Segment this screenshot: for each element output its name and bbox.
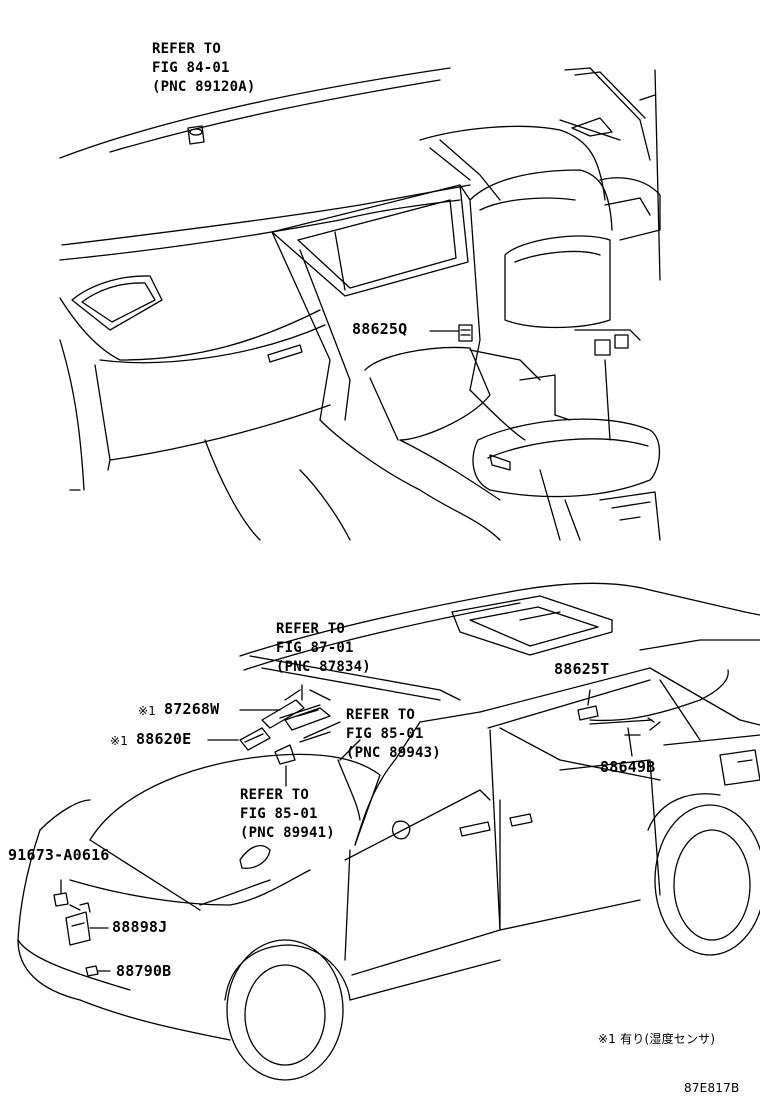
mark-87268W: ※1	[138, 704, 157, 718]
ref-fig85b-line2: FIG 85-01	[240, 806, 318, 822]
ref-fig84-line1: REFER TO	[152, 41, 222, 57]
mark-88620E: ※1	[110, 734, 129, 748]
ref-fig85a-line1: REFER TO	[346, 707, 416, 723]
part-88649B: 88649B	[600, 758, 656, 776]
part-88898J: 88898J	[112, 918, 168, 936]
ref-fig87-line1: REFER TO	[276, 621, 346, 637]
ref-fig84-line3: (PNC 89120A)	[152, 79, 256, 95]
dashboard-illustration	[59, 67, 661, 541]
part-88790B: 88790B	[116, 962, 172, 980]
vehicle-illustration	[17, 582, 760, 1081]
ref-fig85a-line3: (PNC 89943)	[346, 745, 441, 761]
part-88625T: 88625T	[554, 660, 610, 678]
part-91673-A0616: 91673-A0616	[8, 846, 110, 864]
ref-fig87-line3: (PNC 87834)	[276, 659, 371, 675]
part-87268W: 87268W	[164, 700, 220, 718]
ref-fig84-line2: FIG 84-01	[152, 60, 230, 76]
ref-fig85a-line2: FIG 85-01	[346, 726, 424, 742]
diagram-code: 87E817B	[684, 1081, 740, 1095]
footnote: ※1 有り(湿度センサ)	[598, 1032, 716, 1046]
part-88625Q: 88625Q	[352, 320, 408, 338]
ref-fig85b-line1: REFER TO	[240, 787, 310, 803]
ref-fig85b-line3: (PNC 89941)	[240, 825, 335, 841]
ref-fig87-line2: FIG 87-01	[276, 640, 354, 656]
part-88620E: 88620E	[136, 730, 192, 748]
